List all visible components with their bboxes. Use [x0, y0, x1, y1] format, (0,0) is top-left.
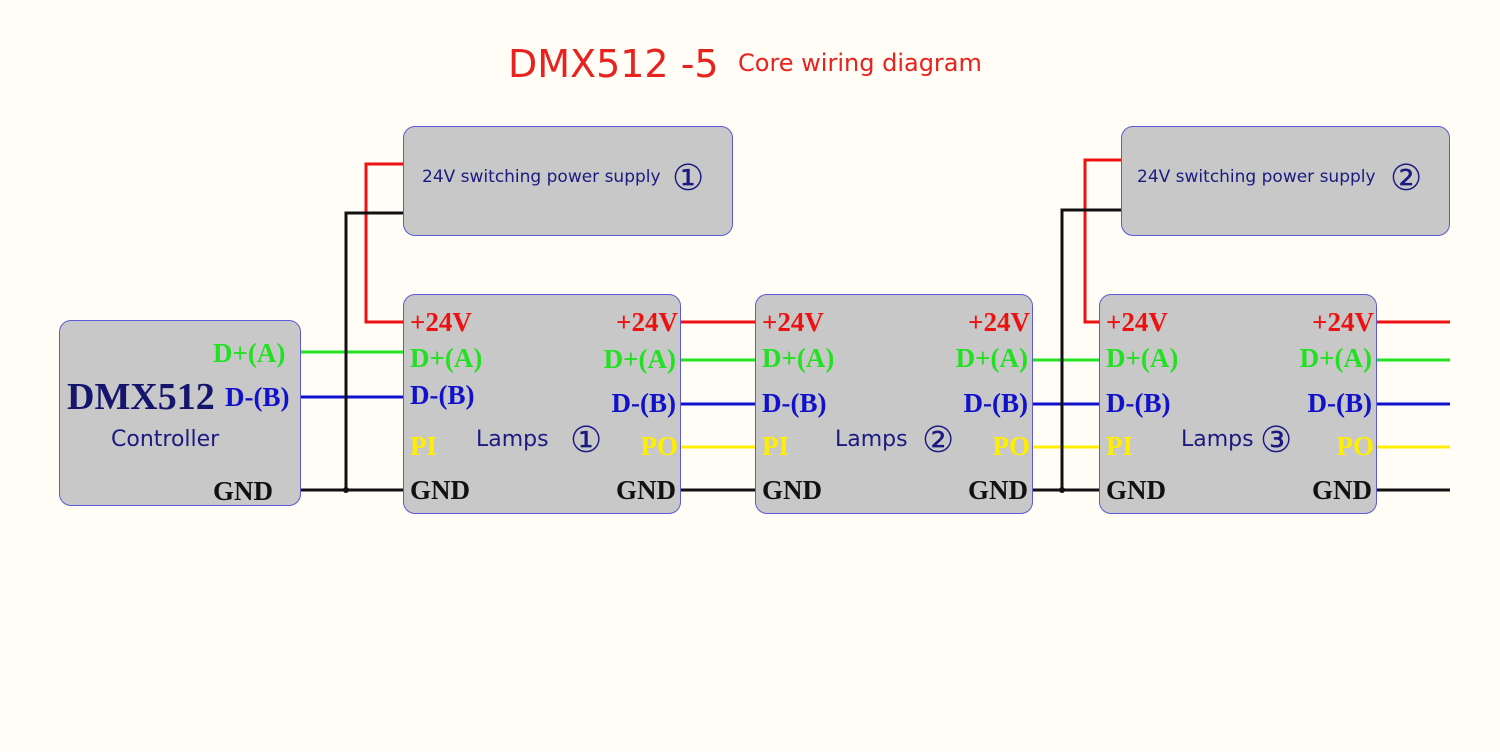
lamp-module-2: +24V D+(A) D-(B) PI GND +24V D+(A) D-(B)… [755, 294, 1033, 514]
lamp-1-pin-gnd-in: GND [410, 475, 470, 505]
lamp-1-pin-dplus-in: D+(A) [410, 343, 483, 373]
lamp-3-label: Lamps [1181, 427, 1254, 452]
lamp-1-pin-dminus-in: D-(B) [410, 380, 475, 410]
controller-pin-dminus: D-(B) [225, 382, 290, 412]
lamp-1-pin-dplus-out: D+(A) [603, 344, 676, 374]
power-supply-2-number: ② [1390, 158, 1423, 199]
lamp-2-pin-dminus-in: D-(B) [762, 388, 827, 418]
lamp-3-pin-po: PO [1336, 431, 1375, 461]
power-supply-1-label: 24V switching power supply [422, 167, 661, 187]
lamp-module-1: +24V D+(A) D-(B) PI GND +24V D+(A) D-(B)… [403, 294, 681, 514]
lamp-1-pin-pi: PI [410, 431, 437, 461]
lamp-3-pin-dminus-in: D-(B) [1106, 388, 1171, 418]
lamp-3-pin-v24-out: +24V [1312, 307, 1374, 337]
dmx-controller: D+(A) DMX512 D-(B) Controller GND [59, 320, 301, 506]
lamp-2-pin-po: PO [992, 431, 1031, 461]
lamp-3-pin-gnd-out: GND [1312, 475, 1372, 505]
lamp-3-pin-gnd-in: GND [1106, 475, 1166, 505]
lamp-2-label: Lamps [835, 427, 908, 452]
junction-psu1-ground [343, 487, 349, 493]
controller-pin-gnd: GND [213, 476, 273, 506]
lamp-2-pin-dplus-out: D+(A) [955, 343, 1028, 373]
lamp-3-pin-pi: PI [1106, 431, 1133, 461]
power-supply-2-label: 24V switching power supply [1137, 167, 1376, 187]
power-supply-1-number: ① [672, 158, 705, 199]
lamp-1-pin-dminus-out: D-(B) [611, 388, 676, 418]
lamp-2-pin-pi: PI [762, 431, 789, 461]
controller-pin-dplus: D+(A) [213, 338, 286, 368]
junction-psu2-ground [1059, 487, 1065, 493]
lamp-1-pin-v24-out: +24V [616, 307, 678, 337]
lamp-3-pin-dplus-out: D+(A) [1299, 343, 1372, 373]
controller-subtitle: Controller [111, 427, 220, 452]
lamp-1-pin-po: PO [640, 431, 679, 461]
lamp-2-number: ② [922, 420, 955, 461]
lamp-2-pin-dminus-out: D-(B) [963, 388, 1028, 418]
power-supply-2: 24V switching power supply ② [1121, 126, 1450, 236]
lamp-3-pin-dminus-out: D-(B) [1307, 388, 1372, 418]
lamp-2-pin-gnd-in: GND [762, 475, 822, 505]
lamp-1-pin-gnd-out: GND [616, 475, 676, 505]
wire-psu1-positive [364, 162, 404, 324]
lamp-1-pin-v24-in: +24V [410, 307, 472, 337]
lamp-1-label: Lamps [476, 427, 549, 452]
lamp-3-pin-v24-in: +24V [1106, 307, 1168, 337]
lamp-3-number: ③ [1260, 420, 1293, 461]
controller-name: DMX512 [67, 376, 215, 418]
diagram-title: DMX512 -5 [508, 42, 719, 86]
lamp-3-pin-dplus-in: D+(A) [1106, 343, 1179, 373]
lamp-2-pin-v24-out: +24V [968, 307, 1030, 337]
wires [300, 158, 1450, 493]
lamp-module-3: +24V D+(A) D-(B) PI GND +24V D+(A) D-(B)… [1099, 294, 1377, 514]
diagram-subtitle: Core wiring diagram [738, 49, 982, 77]
lamp-1-number: ① [570, 420, 603, 461]
wire-psu2-positive [1083, 158, 1122, 324]
lamp-2-pin-gnd-out: GND [968, 475, 1028, 505]
wire-psu1-ground [344, 211, 404, 490]
lamp-2-pin-v24-in: +24V [762, 307, 824, 337]
lamp-2-pin-dplus-in: D+(A) [762, 343, 835, 373]
power-supply-1: 24V switching power supply ① [403, 126, 733, 236]
wire-psu2-ground [1060, 208, 1122, 490]
